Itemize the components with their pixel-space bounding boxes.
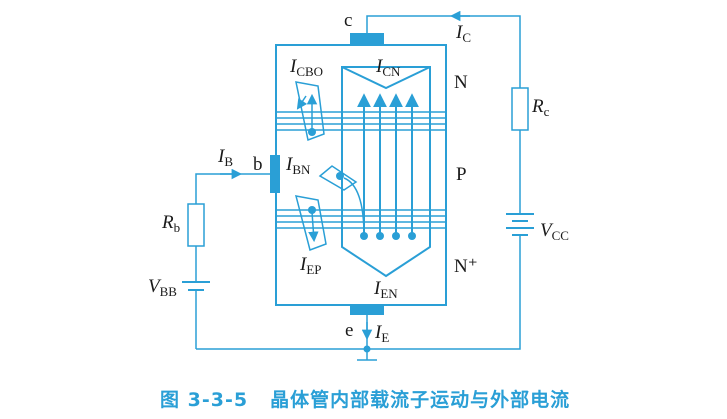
electron-flow-arrows bbox=[357, 93, 419, 236]
base-electrode bbox=[270, 155, 280, 193]
icbo-flow-shape bbox=[295, 81, 325, 142]
ie-label: IE bbox=[374, 322, 389, 345]
emitter-label: e bbox=[345, 320, 353, 341]
ib-label: IB bbox=[217, 146, 233, 169]
icbo-carrier bbox=[308, 128, 316, 136]
region-base-label: P bbox=[456, 164, 467, 185]
region-collector-label: N bbox=[454, 72, 468, 93]
ibn-carrier bbox=[336, 172, 344, 180]
emitter-circuit bbox=[357, 315, 377, 361]
carrier-flow-chevron bbox=[341, 66, 431, 278]
iep-carrier bbox=[308, 206, 316, 214]
collector-label: c bbox=[344, 10, 352, 31]
ien-label: IEN bbox=[373, 278, 398, 301]
ibn-label: IBN bbox=[285, 154, 311, 177]
vbb-label: VBB bbox=[148, 276, 177, 299]
ibn-flow-shape bbox=[318, 165, 358, 191]
electron-dots bbox=[360, 232, 416, 240]
base-label: b bbox=[253, 154, 263, 175]
icbo-label: ICBO bbox=[289, 56, 323, 79]
resistor-rc bbox=[511, 87, 529, 131]
base-circuit bbox=[182, 168, 270, 349]
figure-number: 图 3-3-5 bbox=[160, 389, 248, 411]
collector-circuit bbox=[196, 10, 534, 350]
ic-label: IC bbox=[455, 22, 471, 45]
icn-label: ICN bbox=[375, 56, 401, 79]
rb-label: Rb bbox=[161, 212, 180, 235]
region-emitter-label: N⁺ bbox=[454, 256, 478, 277]
collector-electrode bbox=[350, 33, 384, 45]
resistor-rb bbox=[187, 203, 205, 247]
iep-flow-shape bbox=[294, 195, 327, 251]
collector-base-junction bbox=[276, 111, 446, 131]
rc-label: Rc bbox=[531, 96, 550, 119]
vcc-label: VCC bbox=[540, 220, 569, 243]
emitter-electrode bbox=[350, 305, 384, 315]
figure-title: 晶体管内部载流子运动与外部电流 bbox=[270, 388, 570, 411]
iep-label: IEP bbox=[299, 254, 322, 277]
figure-caption: 图 3-3-5 晶体管内部载流子运动与外部电流 bbox=[160, 388, 570, 411]
